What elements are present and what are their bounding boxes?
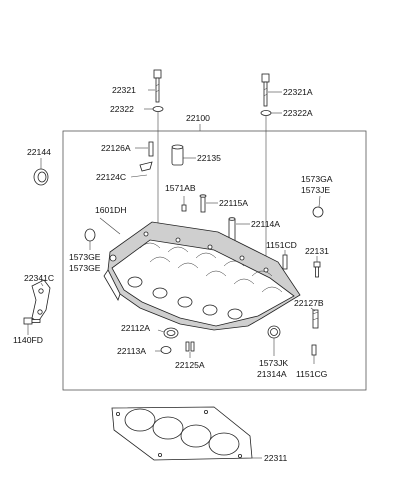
label-22100: 22100 bbox=[186, 113, 210, 123]
bolt-22131 bbox=[313, 261, 321, 278]
label-1601DH: 1601DH bbox=[95, 205, 127, 215]
leader-1573GA bbox=[318, 195, 321, 208]
label-22321A: 22321A bbox=[283, 87, 313, 97]
label-22341C: 22341C bbox=[24, 273, 54, 283]
leader-22112A bbox=[157, 329, 165, 333]
plug-1573GE bbox=[84, 228, 96, 242]
leader-22127B bbox=[310, 307, 316, 312]
valve-guide-22115A bbox=[199, 194, 207, 213]
label-22322: 22322 bbox=[110, 104, 134, 114]
head-bolt-22321 bbox=[153, 69, 162, 103]
stud-1151CG bbox=[311, 344, 317, 356]
stud-22127B bbox=[312, 309, 319, 329]
label-21314A: 21314A bbox=[257, 369, 287, 379]
label-1151CG: 1151CG bbox=[296, 369, 328, 379]
label-22113A: 22113A bbox=[117, 346, 146, 356]
valve-lifter-22135 bbox=[171, 144, 184, 166]
oil-seal-22144 bbox=[33, 168, 49, 186]
seal-1573JK bbox=[267, 325, 281, 339]
label-1573JE: 1573JE bbox=[301, 185, 330, 195]
leader-22124C bbox=[130, 174, 148, 178]
label-22114A: 22114A bbox=[251, 219, 280, 229]
label-22125A: 22125A bbox=[175, 360, 205, 370]
washer-22322A bbox=[260, 110, 272, 116]
label-1573JK: 1573JK bbox=[259, 358, 288, 368]
washer-22322 bbox=[152, 106, 164, 112]
seal-22112A bbox=[163, 327, 179, 339]
cylinder-head-22100 bbox=[103, 221, 301, 331]
head-gasket-22311 bbox=[111, 406, 253, 461]
assembly-frame bbox=[62, 130, 367, 391]
label-1573GE-2: 1573GE bbox=[69, 263, 101, 273]
label-1151CD: 1151CD bbox=[266, 240, 297, 250]
valve-guide-22126A bbox=[148, 141, 154, 157]
leader-22341C bbox=[40, 282, 44, 287]
label-1573GE-1: 1573GE bbox=[69, 252, 101, 262]
dowel-pin-1571AB bbox=[181, 204, 187, 212]
label-22127B: 22127B bbox=[294, 298, 324, 308]
plug-22113A bbox=[160, 346, 172, 354]
label-22135: 22135 bbox=[197, 153, 221, 163]
label-22115A: 22115A bbox=[219, 198, 248, 208]
valve-spring-retainer-22124C bbox=[139, 161, 153, 172]
label-22126A: 22126A bbox=[101, 143, 131, 153]
plug-1573GA bbox=[312, 206, 324, 218]
label-1140FD: 1140FD bbox=[13, 335, 43, 345]
label-22144: 22144 bbox=[27, 147, 51, 157]
label-22311: 22311 bbox=[264, 453, 287, 463]
label-22321: 22321 bbox=[112, 85, 136, 95]
label-22112A: 22112A bbox=[121, 323, 150, 333]
label-1571AB: 1571AB bbox=[165, 183, 196, 193]
label-1573GA: 1573GA bbox=[301, 174, 333, 184]
dowel-22125A bbox=[185, 341, 195, 352]
head-bolt-22321A bbox=[261, 73, 270, 107]
stud-1151CD bbox=[282, 254, 288, 270]
label-22131: 22131 bbox=[305, 246, 329, 256]
bracket-22341C bbox=[31, 279, 51, 323]
leader-1601DH bbox=[99, 217, 121, 235]
label-22322A: 22322A bbox=[283, 108, 313, 118]
label-22124C: 22124C bbox=[96, 172, 126, 182]
